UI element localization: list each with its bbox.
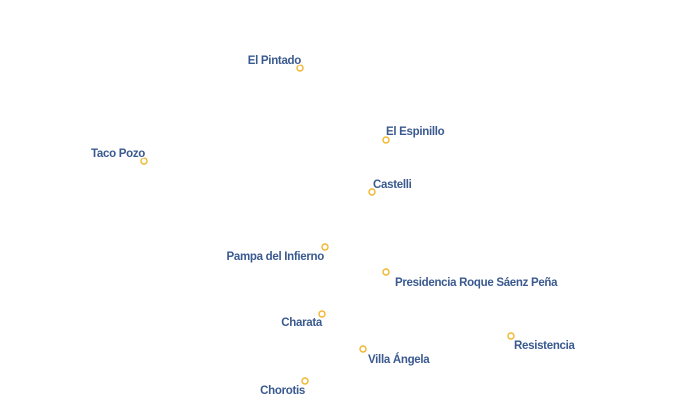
place-label: Charata — [281, 317, 323, 329]
place-label: Castelli — [373, 179, 412, 191]
place-label: El Pintado — [248, 55, 302, 67]
place-marker[interactable] — [382, 136, 390, 144]
place-charata[interactable]: Charata — [280, 310, 326, 331]
place-label: Taco Pozo — [91, 148, 145, 160]
place-el-pintado[interactable]: El Pintado — [246, 54, 304, 72]
place-label: Villa Ángela — [368, 353, 430, 366]
place-presidencia-roque-saenz-pena[interactable]: Presidencia Roque Sáenz Peña — [382, 268, 560, 291]
place-marker[interactable] — [382, 268, 390, 276]
place-taco-pozo[interactable]: Taco Pozo — [90, 147, 148, 165]
place-marker[interactable] — [368, 188, 376, 196]
place-label: El Espinillo — [386, 126, 445, 138]
place-castelli[interactable]: Castelli — [368, 178, 413, 196]
place-marker[interactable] — [321, 243, 329, 251]
place-label: Presidencia Roque Sáenz Peña — [395, 277, 558, 289]
place-marker[interactable] — [296, 64, 304, 72]
place-marker[interactable] — [318, 310, 326, 318]
place-label: Resistencia — [514, 340, 576, 352]
place-resistencia[interactable]: Resistencia — [507, 332, 577, 354]
place-chorotis[interactable]: Chorotis — [259, 377, 309, 399]
place-el-espinillo[interactable]: El Espinillo — [382, 125, 446, 144]
place-marker[interactable] — [301, 377, 309, 385]
place-villa-angela[interactable]: Villa Ángela — [359, 345, 432, 368]
place-marker[interactable] — [140, 157, 148, 165]
place-pampa-del-infierno[interactable]: Pampa del Infierno — [225, 243, 329, 265]
place-label: Chorotis — [260, 385, 305, 397]
place-label: Pampa del Infierno — [227, 251, 325, 263]
place-marker[interactable] — [359, 345, 367, 353]
place-marker[interactable] — [507, 332, 515, 340]
